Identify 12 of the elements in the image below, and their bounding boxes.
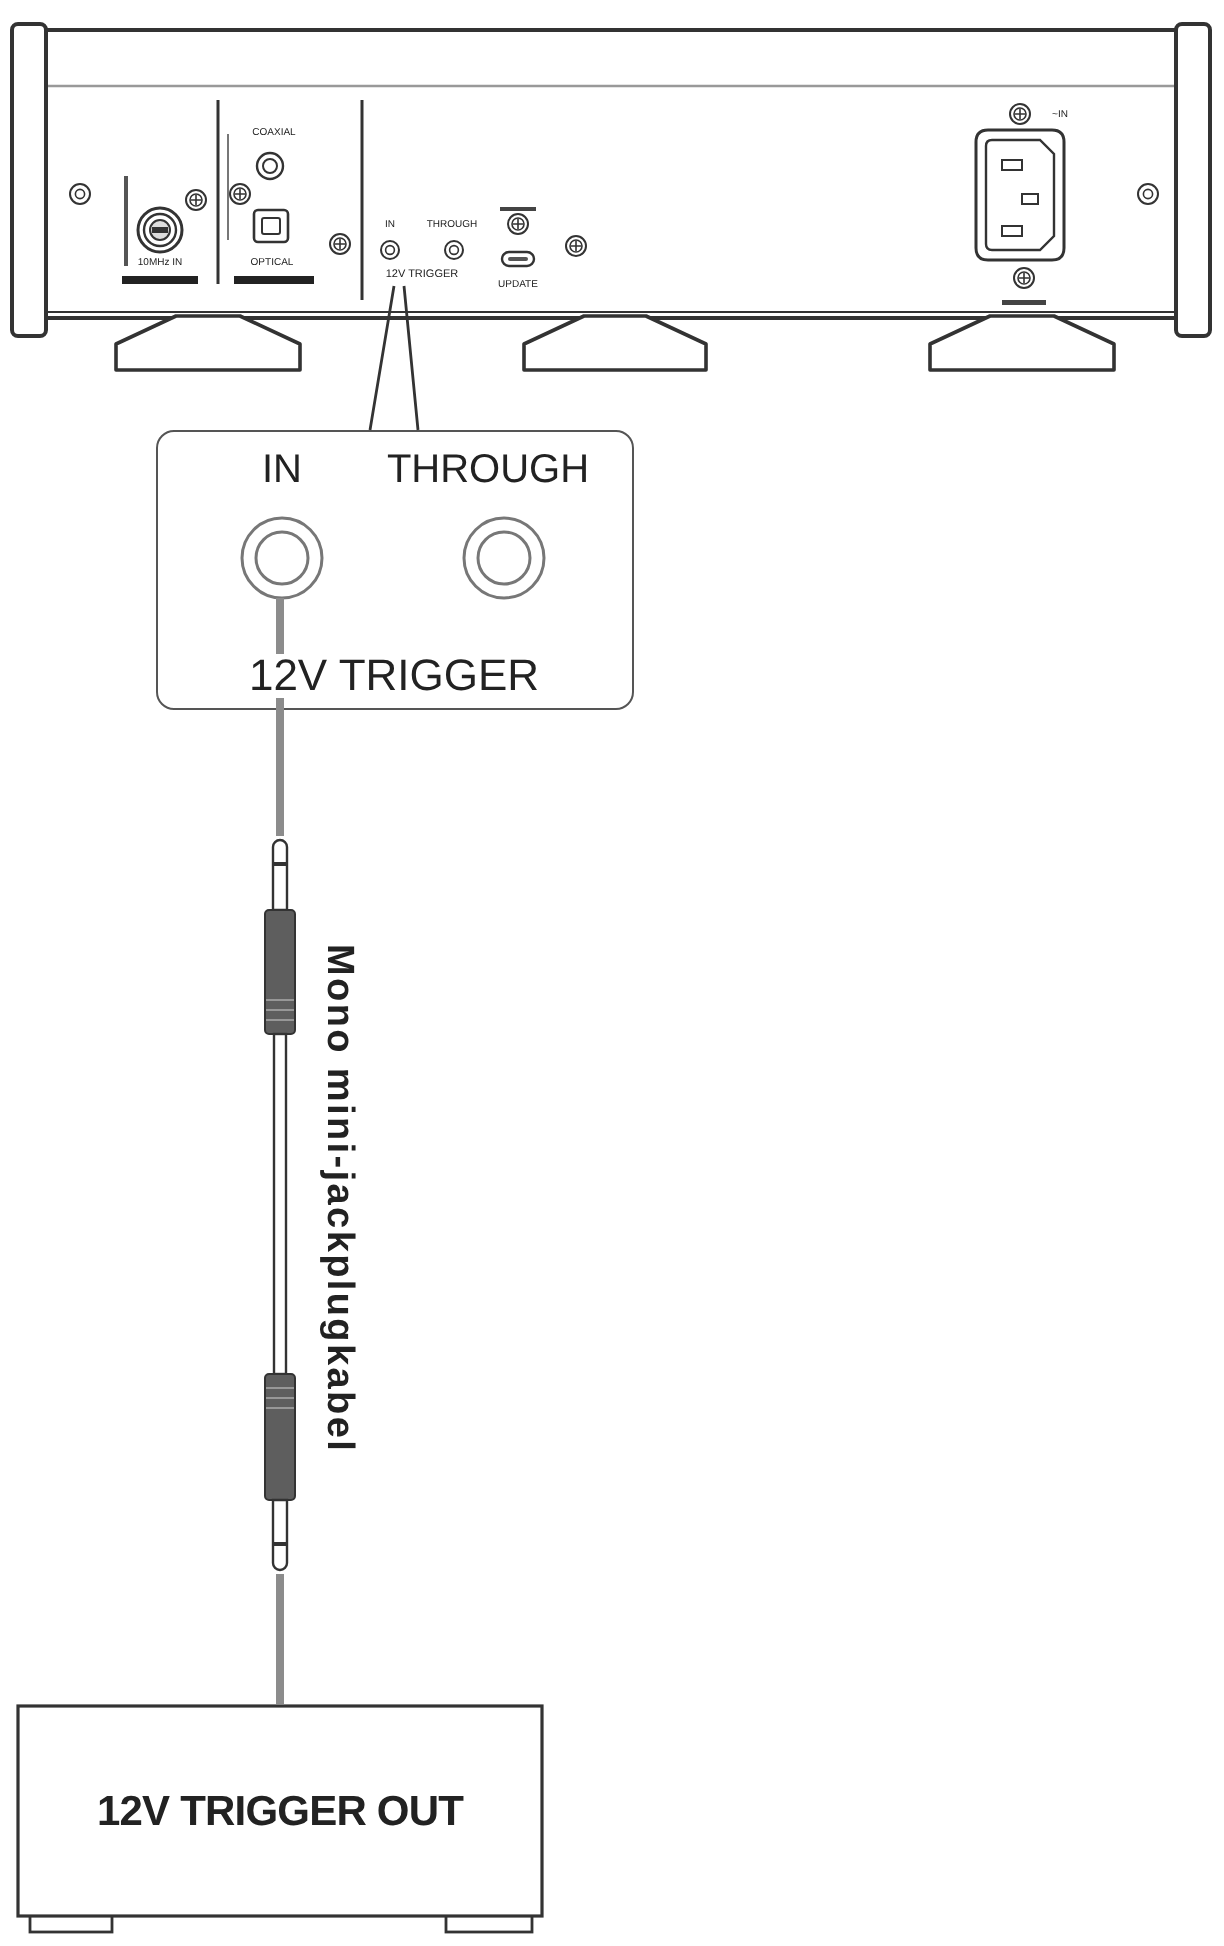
- device-box: [16, 1704, 544, 1936]
- plug-connection-line: [276, 1574, 284, 1704]
- panel-label: 12V TRIGGER: [248, 654, 540, 698]
- callout-leader-line: [368, 284, 420, 432]
- jack-label: IN: [262, 450, 302, 490]
- device-label: 12V TRIGGER OUT: [96, 1791, 464, 1833]
- jack-label: THROUGH: [386, 450, 590, 490]
- cable-caption: Mono mini-jackplugkabel: [320, 944, 358, 1454]
- callout-box: [156, 430, 634, 710]
- mini-jack-cable: [260, 836, 300, 1574]
- jack-socket-icon: [240, 516, 324, 600]
- jack-socket-icon: [462, 516, 546, 600]
